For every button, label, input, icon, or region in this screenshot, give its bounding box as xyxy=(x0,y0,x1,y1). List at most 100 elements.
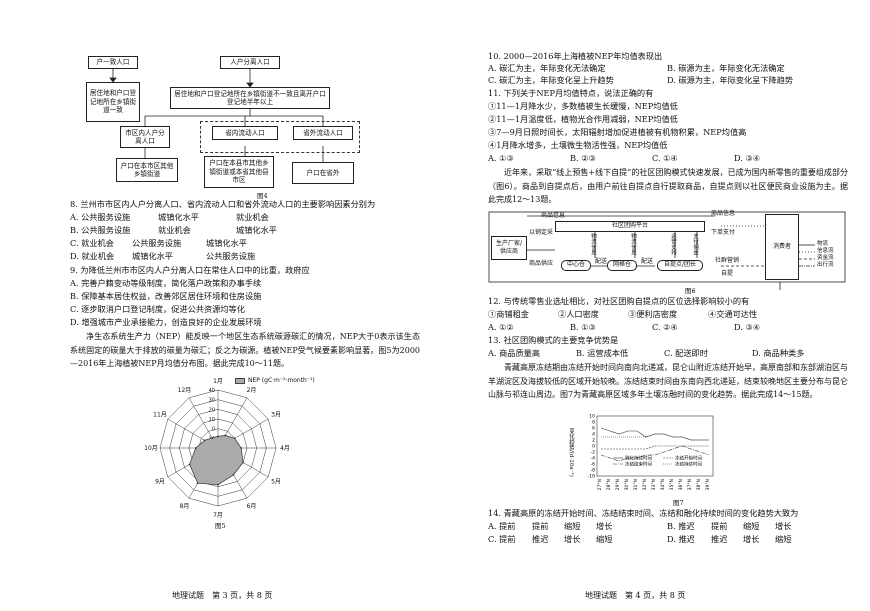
fig7-xtick: 31°N xyxy=(633,479,639,490)
radar-point xyxy=(195,447,197,449)
q12-option-a[interactable]: A. ①② xyxy=(488,322,514,332)
q14-option-a[interactable]: A. 提前提前缩短增长 xyxy=(488,521,613,531)
fig7-ytick: 2 xyxy=(592,438,595,444)
fig7-xtick: 34°N xyxy=(660,479,666,490)
q14-option-c[interactable]: C. 提前推迟增长缩短 xyxy=(488,534,613,544)
groupbuy-passage: 近年来，采取“线上预售+线下自提”的社区团购模式快速发展，已成为国内新零售的重要… xyxy=(488,168,848,204)
fig7-ytick: 4 xyxy=(592,432,595,438)
q11-option-b[interactable]: B. ②③ xyxy=(570,153,596,163)
fig6-col-3: 运营支持 xyxy=(670,233,676,255)
fig7-ytick: -4 xyxy=(591,456,596,462)
q9-option-b[interactable]: B. 保障基本居住权益，改善郊区居住环境和住房设施 xyxy=(70,291,262,301)
fig6-pickup: 自提点/团长 xyxy=(657,260,703,271)
fig7-line-freeze-end xyxy=(600,445,710,462)
q10-option-b[interactable]: B. 碳源为主，年际变化无法确定 xyxy=(667,63,785,73)
fig7-xtick: 29°N xyxy=(615,479,621,490)
fig6-order: 以销定采 xyxy=(529,229,554,236)
q8-option-b[interactable]: B. 公共服务设施就业机会城镇化水平 xyxy=(70,225,277,235)
q9-option-c[interactable]: C. 逐步取消户口登记制度，促进公共资源均等化 xyxy=(70,304,245,314)
footer-right: 地理试题 第 4 页，共 8 页 xyxy=(585,591,686,600)
q13-option-b[interactable]: B. 运营成本低 xyxy=(576,348,629,358)
fig4-box-i: 户口在本县市其他乡镇街道或本省其他县市区 xyxy=(204,156,274,188)
q14-option-d[interactable]: D. 推迟推迟增长缩短 xyxy=(667,534,792,544)
q9-option-a[interactable]: A. 完善户籍变动等级制度，简化落户政策和办事手续 xyxy=(70,278,262,288)
q13-options[interactable]: A. 商品质量高 B. 运营成本低 C. 配送即时 D. 商品种类多 xyxy=(488,348,804,359)
fig7-xtick: 35°N xyxy=(669,479,675,490)
q11-option-a[interactable]: A. ①③ xyxy=(488,153,514,163)
fig4-box-a: 户一致人口 xyxy=(88,56,138,69)
q11-option-d[interactable]: D. ③④ xyxy=(734,153,761,163)
fig5-legend-label: NEP (gC·m⁻²·month⁻¹) xyxy=(248,377,315,384)
fig7-legend-label: 冻结持续时间 xyxy=(675,461,702,468)
fig4-box-e: 市区内人户分离人口 xyxy=(120,126,170,148)
nep-passage: 净生态系统生产力（NEP）能反映一个地区生态系统碳源碳汇的情况，NEP大于0表示… xyxy=(70,332,420,368)
q14-option-b[interactable]: B. 推迟提前缩短增长 xyxy=(667,521,792,531)
fig6-center: 中心仓 xyxy=(561,260,591,271)
q8-option-a[interactable]: A. 公共服务设施城镇化水平就业机会 xyxy=(70,212,269,222)
q13-option-c[interactable]: C. 配送即时 xyxy=(664,348,708,358)
radar-month-label: 3月 xyxy=(271,412,281,419)
radar-month-label: 7月 xyxy=(213,512,223,519)
q11-stem: 11. 下列关于NEP月均值特点，说法正确的有 xyxy=(488,88,654,98)
q12-stem: 12. 与传统零售业选址相比，对社区团购自提点的区位选择影响较小的有 xyxy=(488,296,750,306)
fig6-col-4: 支付佣金 xyxy=(692,233,698,255)
q11-item-1: ①11—1月降水少，多数植被生长缓慢，NEP均值低 xyxy=(488,101,678,111)
fig4-connectors xyxy=(109,68,324,162)
q14-stem: 14. 青藏高原的冻结开始时间、冻结结束时间、冻结和融化持续时间的变化趋势大致为 xyxy=(488,508,799,518)
fig7-xtick: 30°N xyxy=(624,479,630,490)
q9-option-d[interactable]: D. 增强城市产业承接能力，创造良好的企业发展环境 xyxy=(70,317,262,327)
fig7-xtick: 36°N xyxy=(678,479,684,490)
fig4-caption: 图4 xyxy=(257,192,268,200)
legend-swatch xyxy=(235,377,245,384)
q12-option-b[interactable]: B. ①③ xyxy=(570,322,596,332)
fig7-ytick: -6 xyxy=(591,462,596,468)
left-page: 户一致人口 居住地和户口登记地所在乡镇街道一致 人户分离人口 居住地和户口登记地… xyxy=(70,56,420,600)
fig7-line-freeze-duration xyxy=(601,433,709,441)
radar-month-label: 12月 xyxy=(178,387,192,394)
fig6-grid: 网格仓 xyxy=(607,260,637,271)
radar-month-label: 10月 xyxy=(144,445,158,452)
fig7-ytick: -2 xyxy=(591,450,596,456)
q13-option-d[interactable]: D. 商品种类多 xyxy=(752,348,805,358)
q11-option-c[interactable]: C. ①④ xyxy=(652,153,678,163)
q10-option-c[interactable]: C. 碳汇为主，年际变化呈上升趋势 xyxy=(488,75,614,85)
radar-tick-label: 30 xyxy=(209,398,215,404)
fig4-box-f: 省内流动人口 xyxy=(212,126,278,140)
q11-options[interactable]: A. ①③ B. ②③ C. ①④ D. ③④ xyxy=(488,153,760,164)
q13-option-a[interactable]: A. 商品质量高 xyxy=(488,348,541,358)
fig7-xtick: 32°N xyxy=(642,479,648,490)
q10-option-d[interactable]: D. 碳源为主，年际变化呈下降趋势 xyxy=(667,75,794,85)
fig7-xtick: 38°N xyxy=(696,479,702,490)
fig7-frame xyxy=(596,415,714,477)
fig7-line-freeze-start xyxy=(601,445,709,450)
fig7-xtick: 39°N xyxy=(705,479,711,490)
q12-option-d[interactable]: D. ③④ xyxy=(734,322,761,332)
fig7-ytick: 6 xyxy=(592,426,595,432)
fig4-dashed-group xyxy=(200,121,360,153)
q12-option-c[interactable]: C. ②④ xyxy=(652,322,678,332)
fig6-deliver-2: 配送 xyxy=(641,258,654,265)
nep-radar-chart: 1月2月3月4月5月6月7月8月9月10月11月12月403020100-10-… xyxy=(144,378,290,519)
fig6-info-top: 商品信息 xyxy=(541,212,566,219)
q12-item-1: ①商铺租金 xyxy=(488,309,529,319)
radar-month-label: 11月 xyxy=(153,412,167,419)
fig6-dispatch: 下单支付 xyxy=(711,229,736,236)
fig7-xtick: 37°N xyxy=(687,479,693,490)
fig6-deliver-1: 配送 xyxy=(595,258,608,265)
radar-tick-label: 40 xyxy=(209,388,215,394)
fig6-platform: 社区团购平台 xyxy=(555,221,705,232)
fig4-box-d: 居住地和户口登记地所在乡镇街道不一致且离开户口登记地半年以上 xyxy=(170,87,330,109)
radar-point xyxy=(196,482,199,484)
q8-option-c[interactable]: C. 就业机会公共服务设施城镇化水平 xyxy=(70,238,247,248)
q12-item-4: ④交通可达性 xyxy=(708,309,758,319)
q13-stem: 13. 社区团购模式的主要竞争优势是 xyxy=(488,335,619,345)
radar-month-label: 1月 xyxy=(213,378,223,385)
radar-point xyxy=(233,437,236,440)
q12-options[interactable]: A. ①② B. ①③ C. ②④ D. ③④ xyxy=(488,322,760,333)
q8-option-d[interactable]: D. 就业机会城镇化水平公共服务设施 xyxy=(70,251,256,261)
fig6-caption: 图6 xyxy=(685,287,696,295)
fig6-legend: 物流 信息流 资金流 出行流 xyxy=(817,241,834,269)
qt-passage: 青藏高原冻结期由冻结开始时间向南向北递减，昆仑山附近冻结开始早，高原南部和东部湖… xyxy=(488,363,848,399)
q10-option-a[interactable]: A. 碳汇为主，年际变化无法确定 xyxy=(488,63,606,73)
